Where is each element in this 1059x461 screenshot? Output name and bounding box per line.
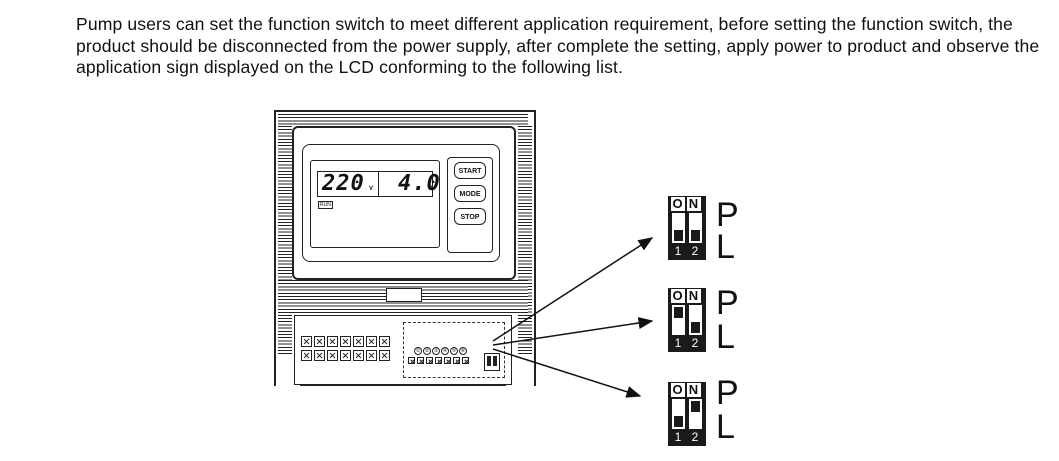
terminal-screw (314, 350, 325, 361)
dip-number-1: 1 (674, 430, 682, 444)
dip-on-letter-n: N (687, 288, 701, 303)
terminal-screw (444, 357, 451, 364)
dip-on-letter-n: N (687, 382, 701, 397)
dip-number-2: 2 (691, 336, 699, 350)
lcd-current-value: 4.0 (398, 171, 441, 196)
control-terminal-block: ① ② ③ ④ ⑤ ⑥ (403, 322, 505, 378)
dip-on-letter-o: O (671, 288, 685, 303)
terminal-number: ⑥ (459, 347, 467, 355)
front-panel-frame (302, 144, 500, 262)
housing-ribs-top (278, 114, 528, 126)
dip-on-letter-o: O (671, 382, 685, 397)
lcd-display: 220 V 4.0 A RUN (310, 160, 440, 248)
dip-switch-2-track (689, 213, 702, 243)
terminal-screw (408, 357, 415, 364)
intro-paragraph: Pump users can set the function switch t… (76, 14, 1040, 78)
terminal-screw (353, 350, 364, 361)
dip-switch-2-track (689, 305, 702, 335)
dip-switch-2-knob (691, 401, 700, 412)
dip-switch-1-track (672, 213, 685, 243)
dip-on-letter-n: N (687, 196, 701, 211)
start-button[interactable]: START (454, 162, 486, 179)
terminal-screw (301, 336, 312, 347)
dip-1-label-l: L (716, 228, 735, 266)
dip-number-2: 2 (691, 430, 699, 444)
lcd-current-unit: A (429, 186, 434, 192)
terminal-screw (379, 350, 390, 361)
terminal-compartment: ① ② ③ ④ ⑤ ⑥ (294, 315, 512, 385)
terminal-screw (314, 336, 325, 347)
terminal-screw (417, 357, 424, 364)
lcd-voltage-unit: V (369, 186, 374, 192)
onboard-function-switch (484, 353, 500, 371)
terminal-screw (366, 336, 377, 347)
dip-switch-2-knob (691, 230, 700, 241)
dip-2-label-p: P (716, 284, 739, 322)
onboard-switch-lever (493, 356, 497, 366)
dip-2-label-l: L (716, 318, 735, 356)
lcd-readout-window: 220 V 4.0 A (317, 171, 440, 197)
terminal-screw (379, 336, 390, 347)
lcd-run-indicator: RUN (318, 201, 333, 209)
terminal-screw (301, 350, 312, 361)
dip-3-label-l: L (716, 408, 735, 446)
terminal-screw (453, 357, 460, 364)
terminal-number: ② (423, 347, 431, 355)
mode-button[interactable]: MODE (454, 185, 486, 202)
terminal-number: ⑤ (450, 347, 458, 355)
dip-number-1: 1 (674, 336, 682, 350)
dip-switch-1-track (672, 305, 685, 335)
terminal-screw (353, 336, 364, 347)
terminal-screw (426, 357, 433, 364)
dip-switch-2-knob (691, 322, 700, 333)
vent-slot (386, 288, 422, 302)
terminal-screw (435, 357, 442, 364)
lcd-voltage-value: 220 (322, 171, 365, 196)
dip-1-label-p: P (716, 196, 739, 234)
housing-ribs-right (518, 126, 532, 356)
front-panel: 220 V 4.0 A RUN START MODE STOP (292, 126, 516, 280)
terminal-number: ③ (432, 347, 440, 355)
housing-base (300, 384, 506, 386)
dip-switch-2-track (689, 399, 702, 429)
dip-3-label-p: P (716, 374, 739, 412)
pump-controller-illustration: 220 V 4.0 A RUN START MODE STOP (274, 110, 536, 386)
dip-switch-1-knob (674, 230, 683, 241)
terminal-screw (462, 357, 469, 364)
power-terminal-block (301, 334, 393, 364)
terminal-screw (327, 350, 338, 361)
dip-switch-1-knob (674, 416, 683, 427)
terminal-number: ④ (441, 347, 449, 355)
housing-ribs-left (278, 126, 292, 356)
dip-switch-1-knob (674, 307, 683, 318)
terminal-screw (327, 336, 338, 347)
dip-number-1: 1 (674, 244, 682, 258)
dip-on-letter-o: O (671, 196, 685, 211)
lcd-separator (378, 172, 380, 196)
terminal-screw (340, 336, 351, 347)
dip-number-2: 2 (691, 244, 699, 258)
button-column (447, 157, 493, 253)
onboard-switch-lever (487, 356, 491, 366)
stop-button[interactable]: STOP (454, 208, 486, 225)
dip-switch-1-track (672, 399, 685, 429)
terminal-screw (366, 350, 377, 361)
terminal-number: ① (414, 347, 422, 355)
terminal-screw (340, 350, 351, 361)
